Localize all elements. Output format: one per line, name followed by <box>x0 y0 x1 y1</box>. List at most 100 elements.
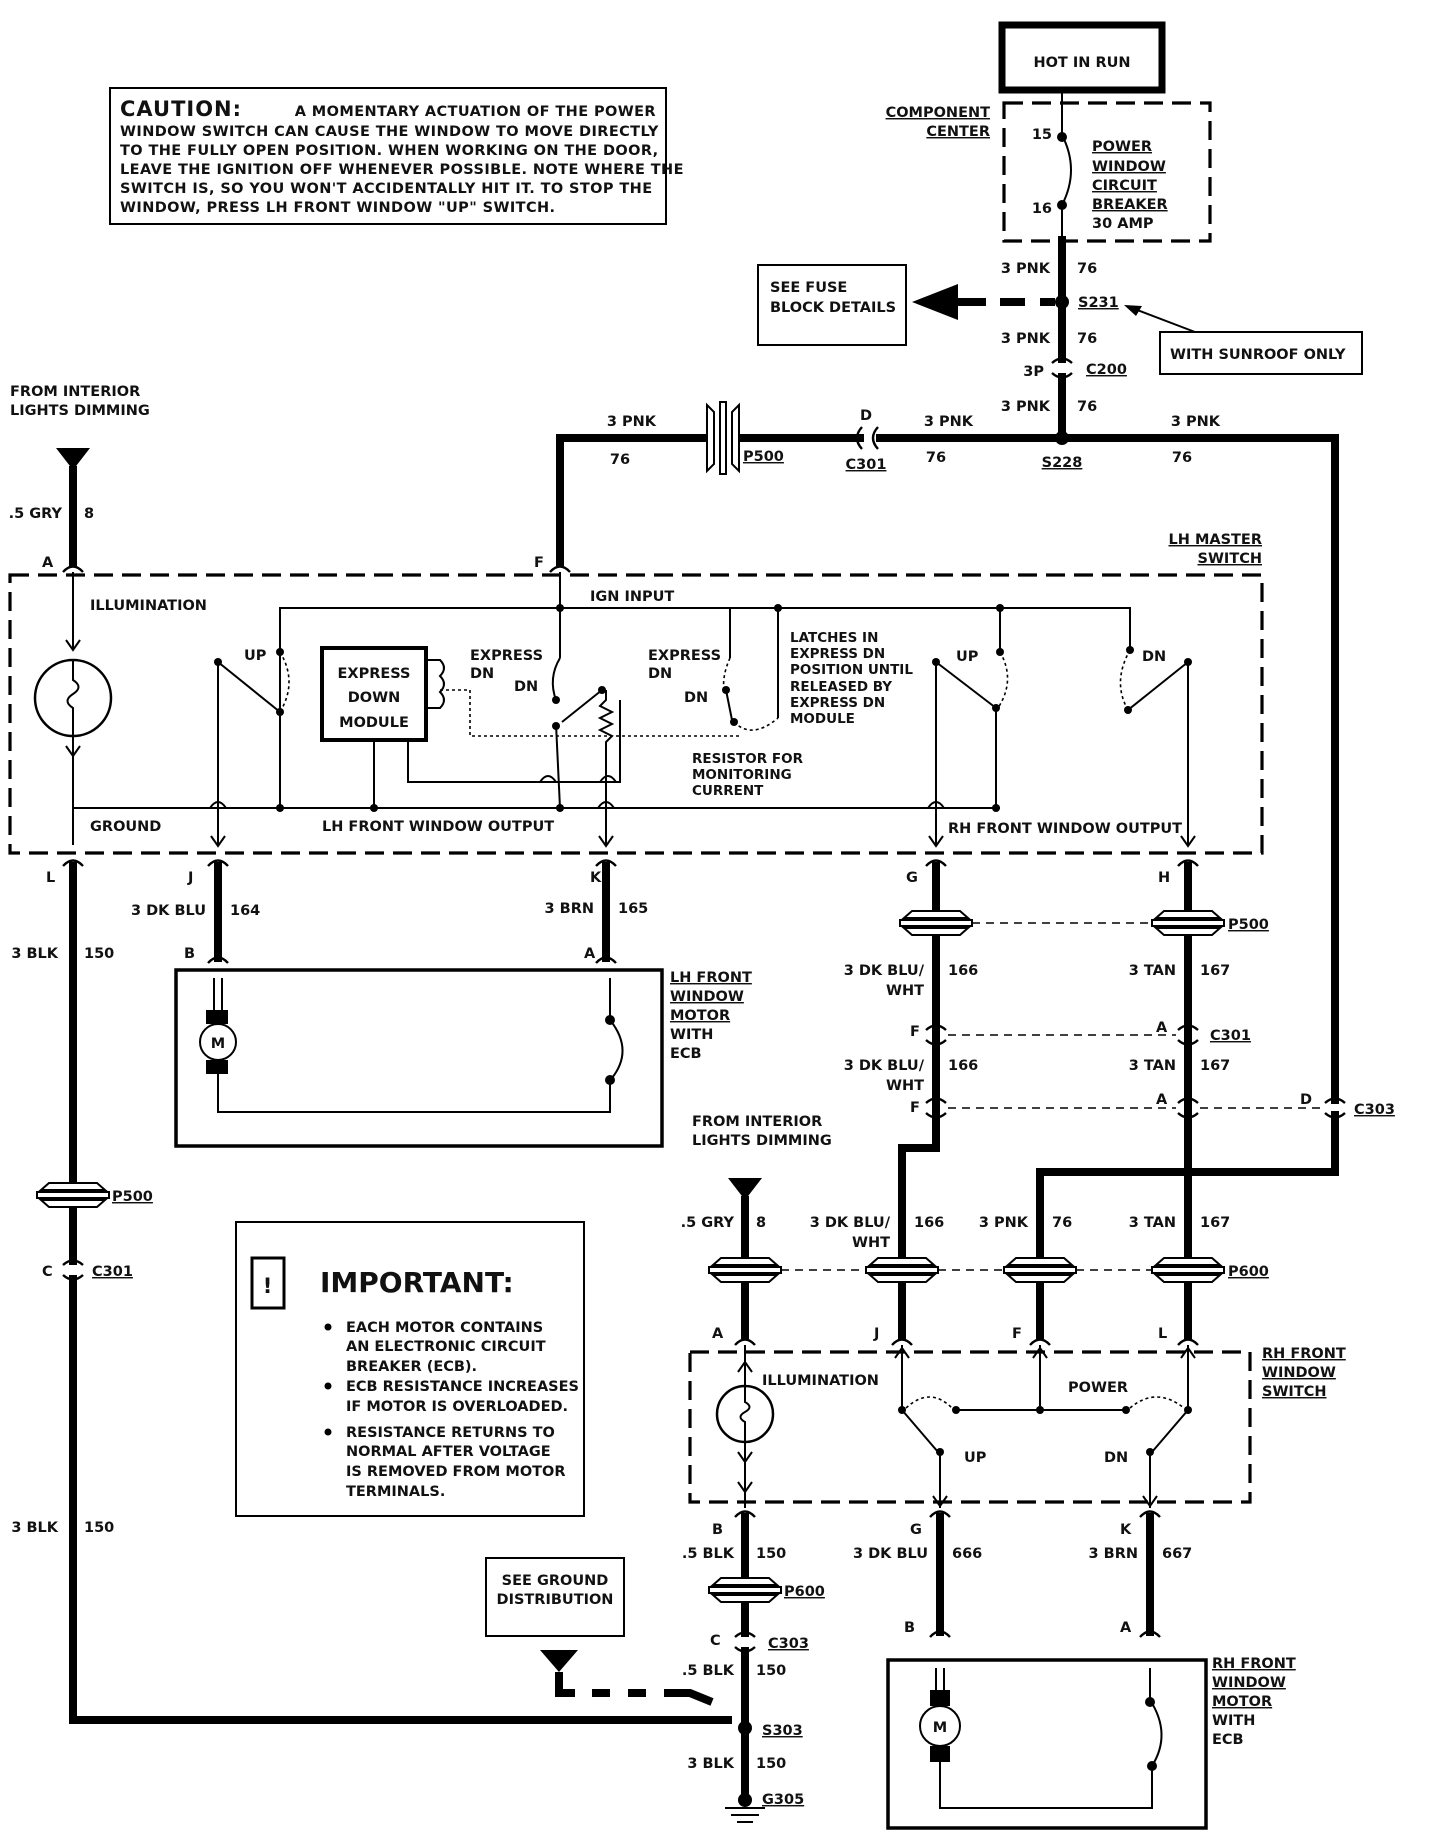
rh-dn-dash <box>1129 1396 1185 1409</box>
wire-color: 3 PNK <box>924 414 974 430</box>
ground-distribution-label: SEE GROUND <box>502 1573 609 1589</box>
connector-label: C301 <box>1210 1028 1251 1044</box>
breaker-label: CIRCUIT <box>1092 178 1157 194</box>
circuit-number: 76 <box>1077 331 1097 347</box>
grommet-p600 <box>1003 1257 1077 1283</box>
motor-terminal <box>206 1060 228 1074</box>
connector-pin: 3P <box>1023 364 1044 380</box>
splice-label: S231 <box>1078 295 1119 311</box>
circuit-number: 76 <box>1172 450 1192 466</box>
illumination-arrow <box>737 1360 753 1373</box>
connector-label: P500 <box>743 449 784 465</box>
pin-label: A <box>1156 1020 1168 1036</box>
pin-label: B <box>184 946 195 962</box>
motor-terminal <box>930 1746 950 1762</box>
rh-dn-label: DN <box>1104 1450 1128 1466</box>
breaker-pin-out: 16 <box>1032 201 1052 217</box>
circuit-number: 150 <box>756 1756 786 1772</box>
ground-label: G305 <box>762 1792 804 1808</box>
wire-pnk-76-right <box>876 434 1339 1104</box>
circuit-number: 150 <box>84 1520 114 1536</box>
lh-motor-label: ECB <box>670 1046 702 1062</box>
wire-color: WHT <box>886 1078 924 1094</box>
breaker-terminal <box>1057 200 1067 210</box>
latches-label: EXPRESS DN <box>790 695 885 711</box>
module-control-dashed <box>440 689 740 737</box>
connector-pin-f <box>548 565 572 574</box>
wire-color: 3 PNK <box>1001 331 1051 347</box>
ign-input-label: IGN INPUT <box>590 589 674 605</box>
junction-dot <box>556 804 564 812</box>
wire-color: 3 BLK <box>11 1520 58 1536</box>
important-text: TERMINALS. <box>346 1484 445 1500</box>
splice-label: S303 <box>762 1723 803 1739</box>
circuit-number: 76 <box>610 452 630 468</box>
lh-motor-box <box>174 968 664 1148</box>
caution-box <box>109 87 667 225</box>
caution-line: TO THE FULLY OPEN POSITION. WHEN WORKING… <box>120 143 659 159</box>
lh-dn-common <box>555 723 561 809</box>
rh-switch-pin-a <box>733 1338 757 1347</box>
illumination-label: ILLUMINATION <box>90 598 207 614</box>
caution-line: WINDOW, PRESS LH FRONT WINDOW "UP" SWITC… <box>120 200 555 216</box>
lh-up-lever <box>217 661 281 713</box>
motor-terminal <box>930 1690 950 1706</box>
pin-label: K <box>1120 1522 1132 1538</box>
connector-pin: D <box>860 408 872 424</box>
wire-color: 3 PNK <box>979 1215 1029 1231</box>
express-dn-dash <box>722 657 731 691</box>
motor-brush <box>935 1668 945 1690</box>
ground-g305 <box>738 1793 752 1807</box>
important-icon <box>250 1256 286 1310</box>
rh-motor-label: ECB <box>1212 1732 1244 1748</box>
wire-color: 3 TAN <box>1129 1215 1176 1231</box>
pin-label: L <box>46 870 55 886</box>
wire-dkbluwht-166-rh <box>898 1111 940 1339</box>
grommet-p500-rh <box>899 910 973 936</box>
grommet-p500-rh <box>1151 910 1225 936</box>
circuit-number: 167 <box>1200 1215 1230 1231</box>
wire-color: 3 TAN <box>1129 1058 1176 1074</box>
rh-up-lever <box>935 661 997 709</box>
contact-dot <box>1124 706 1132 714</box>
resistor-label: MONITORING <box>692 767 792 783</box>
breaker-label: BREAKER <box>1092 197 1168 213</box>
fuse-block-label: SEE FUSE <box>770 280 847 296</box>
caution-title: CAUTION: <box>120 97 242 121</box>
connector-label: P500 <box>1228 917 1269 933</box>
connector-label: P600 <box>1228 1264 1269 1280</box>
wire-color: 3 PNK <box>1001 261 1051 277</box>
junction-dot <box>556 604 564 612</box>
lh-motor-loop <box>217 1074 611 1113</box>
rh-motor-label: WINDOW <box>1212 1675 1286 1691</box>
pin-label: J <box>873 1326 879 1342</box>
circuit-number: 76 <box>1052 1215 1072 1231</box>
sunroof-leader <box>1131 307 1196 333</box>
wire-color: 3 DK BLU <box>131 903 206 919</box>
circuit-number: 76 <box>926 450 946 466</box>
lamp-filament <box>66 660 80 736</box>
ecb-terminal <box>605 1015 615 1025</box>
junction-dot <box>992 804 1000 812</box>
pin-label: K <box>590 870 602 886</box>
wire-color: 3 BLK <box>687 1756 734 1772</box>
wire-color: WHT <box>852 1235 890 1251</box>
important-text: NORMAL AFTER VOLTAGE <box>346 1444 551 1460</box>
wire-crossover <box>209 801 227 809</box>
ign-input-bus <box>279 607 1131 740</box>
interior-dimming-label: FROM INTERIOR <box>692 1114 822 1130</box>
pin-label: G <box>910 1522 922 1538</box>
monitoring-resistor-icon <box>597 690 615 808</box>
output-arrow <box>598 835 614 848</box>
bullet-dot <box>324 1382 332 1390</box>
component-center-label: CENTER <box>926 124 990 140</box>
circuit-number: 150 <box>756 1546 786 1562</box>
circuit-number: 150 <box>756 1663 786 1679</box>
rh-illumination-label: ILLUMINATION <box>762 1373 879 1389</box>
wire-color: 3 PNK <box>1001 399 1051 415</box>
latches-label: POSITION UNTIL <box>790 662 913 678</box>
connector-label: C200 <box>1086 362 1127 378</box>
rh-dn-label: DN <box>1142 649 1166 665</box>
grommet-p600 <box>865 1257 939 1283</box>
express-dn-label: DN <box>470 666 494 682</box>
